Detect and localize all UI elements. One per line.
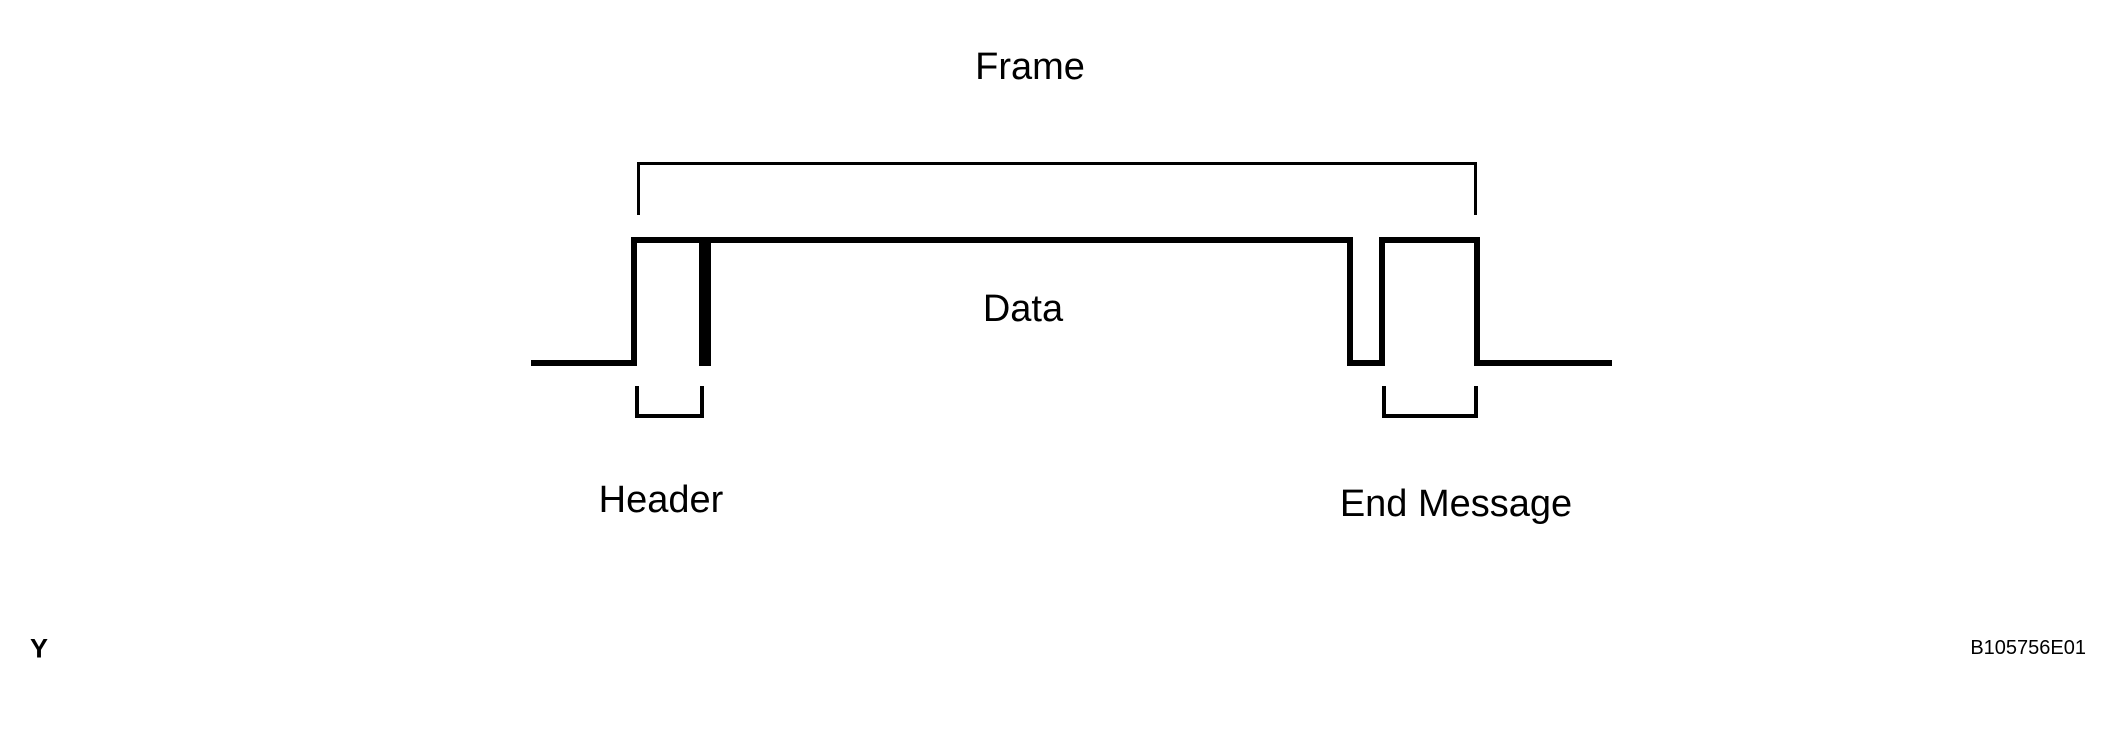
header-label: Header xyxy=(598,479,724,521)
data-label: Data xyxy=(982,288,1064,330)
frame-bracket xyxy=(637,162,1477,215)
figure-code: B105756E01 xyxy=(1970,637,2086,659)
frame-label: Frame xyxy=(975,46,1085,88)
signal-waveform-path xyxy=(531,237,1612,366)
end-message-bracket xyxy=(1382,386,1478,418)
waveform-trace xyxy=(531,237,1612,366)
header-bracket xyxy=(635,386,704,418)
end-message-label: End Message xyxy=(1339,483,1573,525)
revision-marker: Y xyxy=(30,633,49,664)
